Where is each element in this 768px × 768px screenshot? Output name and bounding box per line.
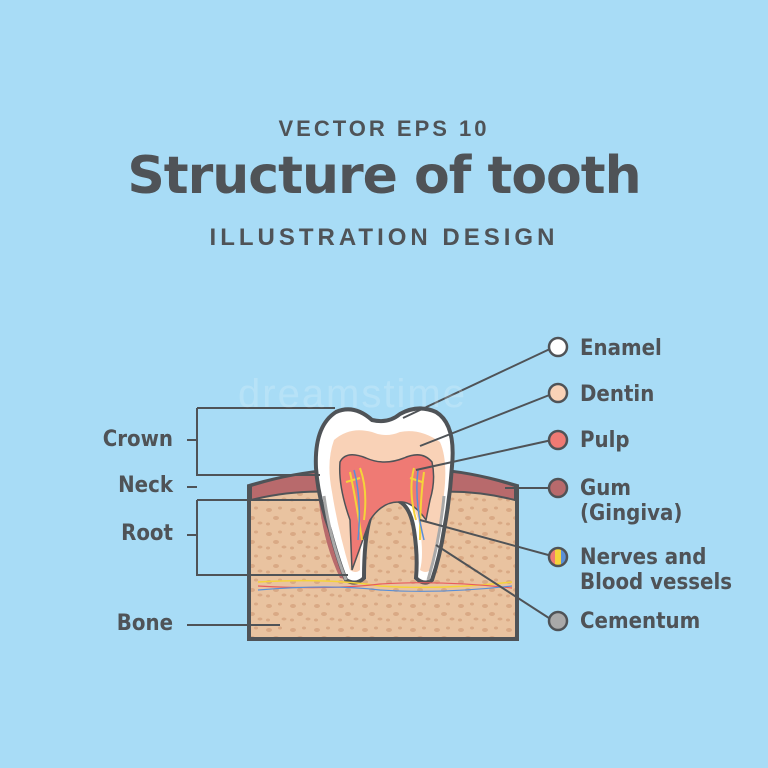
gum-marker — [549, 479, 567, 497]
label-enamel: Enamel — [580, 337, 662, 361]
label-neck: Neck — [13, 474, 173, 498]
label-pulp: Pulp — [580, 429, 630, 453]
nerves-marker — [549, 548, 567, 566]
label-crown: Crown — [13, 428, 173, 452]
label-bone: Bone — [13, 612, 173, 636]
enamel-marker — [549, 338, 567, 356]
label-gum: Gum — [580, 477, 631, 501]
label-blood-vessels: Blood vessels — [580, 571, 732, 595]
pulp-marker — [549, 431, 567, 449]
label-cementum: Cementum — [580, 610, 700, 634]
label-root: Root — [13, 522, 173, 546]
watermark-text: dreamstime — [238, 372, 467, 417]
label-gingiva: (Gingiva) — [580, 502, 682, 526]
label-dentin: Dentin — [580, 383, 654, 407]
label-nerves: Nerves and — [580, 546, 706, 570]
dentin-marker — [549, 384, 567, 402]
cementum-marker — [549, 612, 567, 630]
